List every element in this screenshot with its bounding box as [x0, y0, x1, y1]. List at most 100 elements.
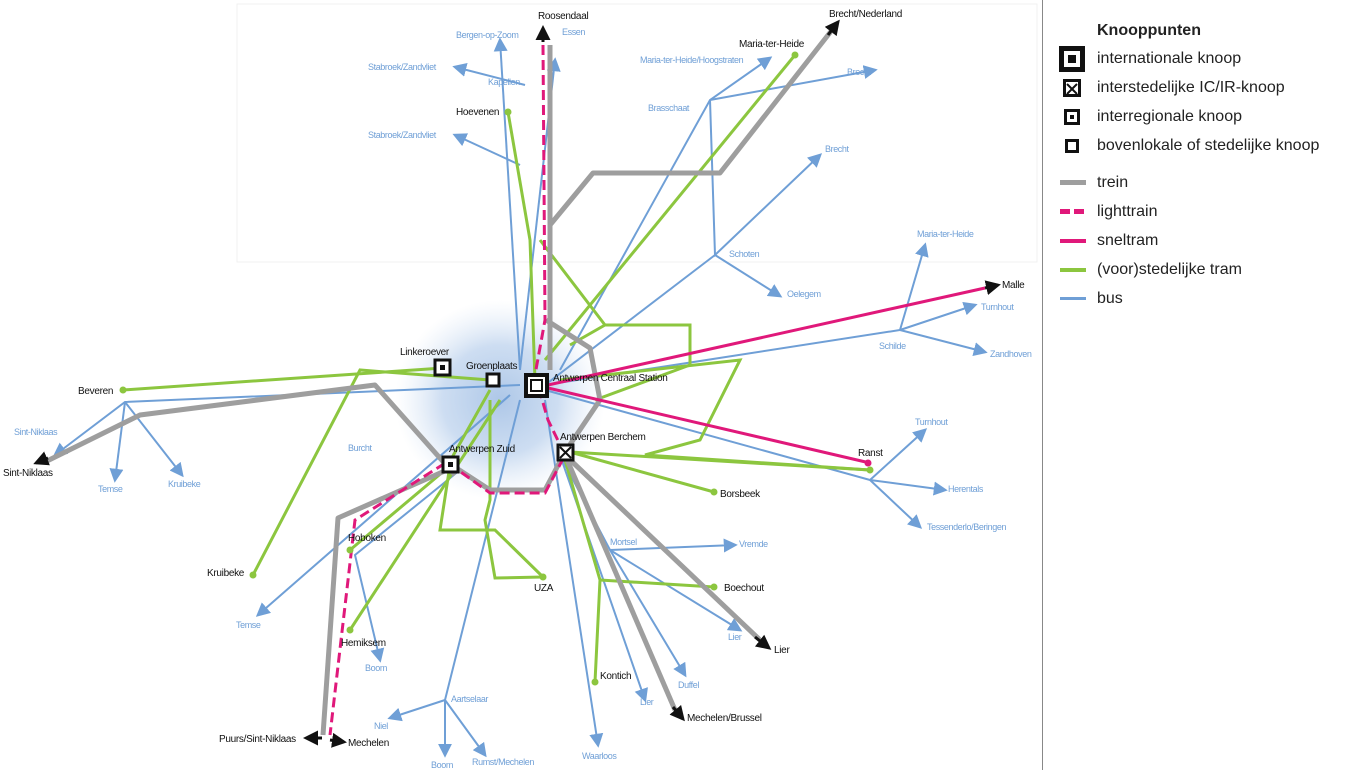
label-kontich: Kontich [600, 671, 631, 682]
legend-item-tram: (voor)stedelijke tram [1058, 255, 1350, 284]
legend-item-lighttrain: lighttrain [1058, 197, 1350, 226]
arrow-mechelen [329, 732, 347, 748]
label-mechelen-brussel: Mechelen/Brussel [687, 713, 762, 724]
legend-label: bus [1097, 289, 1123, 307]
lighttrain-lines [328, 44, 567, 736]
label-duffel: Duffel [678, 680, 699, 690]
label-linkeroever: Linkeroever [400, 347, 450, 358]
label-schoten: Schoten [729, 249, 760, 259]
arrow-mechelen-brussel [669, 704, 685, 722]
label-hoevenen: Hoevenen [456, 107, 499, 118]
label-essen: Essen [562, 27, 585, 37]
sneltram-line-icon [1060, 238, 1086, 243]
label-malle: Malle [1002, 280, 1025, 291]
label-mortsel: Mortsel [610, 537, 637, 547]
legend-item-trein: trein [1058, 168, 1350, 197]
label-maria-ter-heide: Maria-ter-Heide [739, 39, 805, 50]
label-ranst: Ranst [858, 448, 883, 459]
label-niel: Niel [374, 721, 388, 731]
label-hoboken: Hoboken [348, 533, 386, 544]
transport-network-map: Antwerpen Centraal Station Antwerpen Ber… [3, 3, 1038, 770]
legend: Knooppunten internationale knoop interst… [1058, 18, 1350, 313]
place-labels-blue: Bergen-op-Zoom Essen Stabroek/Zandvliet … [14, 27, 1032, 770]
label-uza: UZA [534, 583, 554, 594]
label-brecht-2: Brecht [825, 144, 850, 154]
arrow-brecht-nederland [824, 19, 840, 37]
legend-divider [1042, 0, 1043, 770]
label-kruibeke-2: Kruibeke [168, 479, 201, 489]
label-roosendaal: Roosendaal [538, 11, 588, 22]
label-hemiksem: Hemiksem [341, 638, 386, 649]
map-inset-frame [236, 3, 1038, 263]
label-stabroek-zandvliet-2: Stabroek/Zandvliet [368, 130, 437, 140]
black-arrows [33, 19, 1001, 748]
node-antwerpen-centraal[interactable] [524, 373, 549, 398]
tram-line-icon [1060, 267, 1086, 272]
label-zandhoven: Zandhoven [990, 349, 1032, 359]
node-groenplaats[interactable] [485, 372, 501, 388]
legend-label: lighttrain [1097, 202, 1158, 220]
legend-label: trein [1097, 173, 1129, 191]
label-oelegem: Oelegem [787, 289, 821, 299]
legend-item-international: internationale knoop [1058, 44, 1350, 73]
label-vremde: Vremde [739, 539, 768, 549]
label-boom-1: Boom [365, 663, 387, 673]
ic-node-icon [1063, 78, 1081, 97]
label-brecht-1: Brecht [847, 67, 872, 77]
label-antwerpen-centraal: Antwerpen Centraal Station [553, 373, 668, 384]
label-sint-niklaas: Sint-Niklaas [3, 468, 53, 479]
label-mechelen: Mechelen [348, 738, 389, 749]
bus-lines [52, 37, 988, 758]
label-bergen-op-zoom: Bergen-op-Zoom [456, 30, 518, 40]
label-maria-ter-heide-2: Maria-ter-Heide [917, 229, 974, 239]
legend-item-interregional: interregionale knoop [1058, 102, 1350, 131]
arrow-malle [984, 280, 1001, 296]
label-groenplaats: Groenplaats [466, 361, 517, 372]
sneltram-lines [547, 286, 986, 465]
legend-item-ic: interstedelijke IC/IR-knoop [1058, 73, 1350, 102]
bus-line-icon [1060, 297, 1086, 300]
label-lier-2: Lier [728, 632, 742, 642]
label-beveren: Beveren [78, 386, 113, 397]
legend-label: sneltram [1097, 231, 1159, 249]
tram-lines [122, 54, 871, 683]
place-labels-black: Roosendaal Brecht/Nederland Maria-ter-He… [3, 9, 1025, 749]
label-temse-2: Temse [236, 620, 261, 630]
label-stabroek-zandvliet-1: Stabroek/Zandvliet [368, 62, 437, 72]
legend-item-local: bovenlokale of stedelijke knoop [1058, 131, 1350, 160]
label-schilde: Schilde [879, 341, 906, 351]
arrow-sint-niklaas [33, 451, 50, 466]
label-puurs-sint-niklaas: Puurs/Sint-Niklaas [219, 734, 296, 745]
label-lier-3: Lier [640, 697, 654, 707]
legend-item-sneltram: sneltram [1058, 226, 1350, 255]
label-borsbeek: Borsbeek [720, 489, 761, 500]
node-linkeroever[interactable] [433, 358, 452, 377]
legend-label: internationale knoop [1097, 49, 1242, 67]
label-brecht-nederland: Brecht/Nederland [829, 9, 902, 20]
node-antwerpen-berchem[interactable] [556, 443, 575, 462]
interregional-node-icon [1064, 108, 1080, 125]
label-brasschaat: Brasschaat [648, 103, 690, 113]
label-kapellen: Kapellen [488, 77, 520, 87]
legend-label: interregionale knoop [1097, 107, 1242, 125]
label-herentals: Herentals [948, 484, 984, 494]
legend-label: (voor)stedelijke tram [1097, 260, 1242, 278]
trein-line-icon [1060, 180, 1086, 185]
legend-item-bus: bus [1058, 284, 1350, 313]
label-antwerpen-berchem: Antwerpen Berchem [560, 432, 646, 443]
label-waarloos: Waarloos [582, 751, 617, 761]
legend-label: bovenlokale of stedelijke knoop [1097, 136, 1320, 154]
legend-title: Knooppunten [1097, 22, 1201, 39]
legend-label: interstedelijke IC/IR-knoop [1097, 78, 1285, 96]
international-node-icon [1059, 45, 1085, 72]
label-turnhout-2: Turnhout [915, 417, 948, 427]
node-antwerpen-zuid[interactable] [441, 455, 460, 474]
hub-labels: Antwerpen Centraal Station Antwerpen Ber… [400, 347, 668, 455]
label-temse-1: Temse [98, 484, 123, 494]
arrow-lier [754, 634, 772, 650]
terminal-dots [119, 51, 874, 686]
label-boechout: Boechout [724, 583, 764, 594]
label-maria-ter-heide-hoogstraten: Maria-ter-Heide/Hoogstraten [640, 55, 744, 65]
local-node-icon [1065, 138, 1079, 153]
label-turnhout-1: Turnhout [981, 302, 1014, 312]
